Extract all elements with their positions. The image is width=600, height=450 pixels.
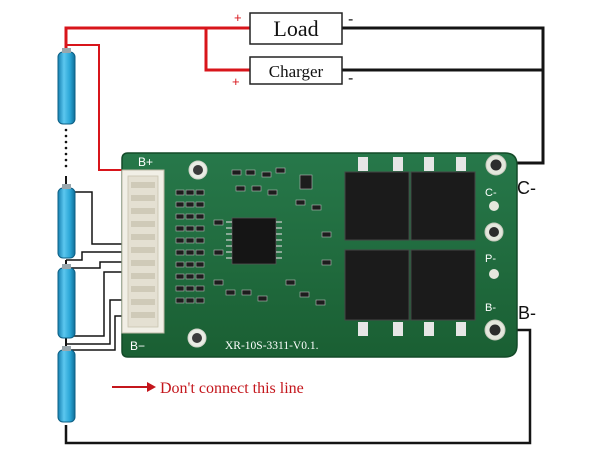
load-plus-sign: +: [234, 10, 242, 25]
mosfet: [344, 249, 410, 336]
mosfet-group: [344, 157, 476, 336]
p-minus-pad: P-: [484, 222, 504, 279]
b-plus-silkscreen: B+: [138, 155, 153, 169]
wires: [64, 26, 545, 445]
wire-black-b-minus: [64, 328, 532, 445]
wire-red-b-plus: [66, 44, 125, 171]
battery-cells: [57, 48, 76, 423]
b-minus-pad: B-: [484, 302, 506, 341]
battery-cell: [57, 184, 76, 259]
wire-red-charger-positive: [204, 28, 250, 72]
mosfet: [344, 157, 410, 241]
wire-red-load-positive: [64, 26, 250, 33]
load-box: Load + -: [234, 10, 353, 45]
warning-note-text: Don't connect this line: [160, 380, 304, 397]
c-minus-terminal-label: C-: [517, 178, 536, 198]
load-label: Load: [273, 16, 318, 41]
bms-board: B+ B− XR-10S-3311-V0.1.: [121, 152, 518, 358]
c-minus-pad: C-: [485, 154, 507, 211]
smd-components: [213, 167, 332, 306]
balance-lead-3: [66, 261, 125, 269]
balance-lead-2: [66, 251, 125, 261]
b-pad-silkscreen: B-: [485, 302, 496, 314]
charger-plus-sign: +: [232, 74, 240, 89]
ellipsis-dots: [64, 128, 68, 168]
b-minus-silkscreen: B−: [130, 339, 145, 353]
b-minus-terminal-label: B-: [518, 303, 536, 323]
bms-ic-chip: [226, 217, 282, 265]
balance-lead-1: [66, 191, 125, 245]
mounting-hole: [187, 328, 207, 348]
arrow-head-icon: [147, 382, 156, 392]
charger-minus-sign: -: [348, 70, 353, 87]
board-model-label: XR-10S-3311-V0.1.: [225, 340, 319, 352]
load-minus-sign: -: [348, 11, 353, 28]
balance-lead-5: [66, 299, 125, 345]
p-pad-silkscreen: P-: [485, 253, 496, 265]
battery-cell: [57, 264, 76, 339]
mounting-hole: [188, 160, 208, 180]
balance-connector: [121, 169, 165, 334]
smd-resistor-array: [175, 189, 205, 304]
wire-black-load-negative: [342, 26, 545, 165]
warning-note: Don't connect this line: [112, 380, 304, 397]
balance-lead-4: [66, 271, 125, 337]
mosfet: [410, 249, 476, 336]
battery-cell: [57, 346, 76, 423]
c-pad-silkscreen: C-: [485, 187, 497, 199]
battery-cell: [57, 48, 76, 125]
charger-label: Charger: [269, 62, 324, 81]
balance-lead-6: [66, 315, 125, 351]
mosfet: [410, 157, 476, 241]
charger-box: Charger + -: [232, 56, 353, 89]
